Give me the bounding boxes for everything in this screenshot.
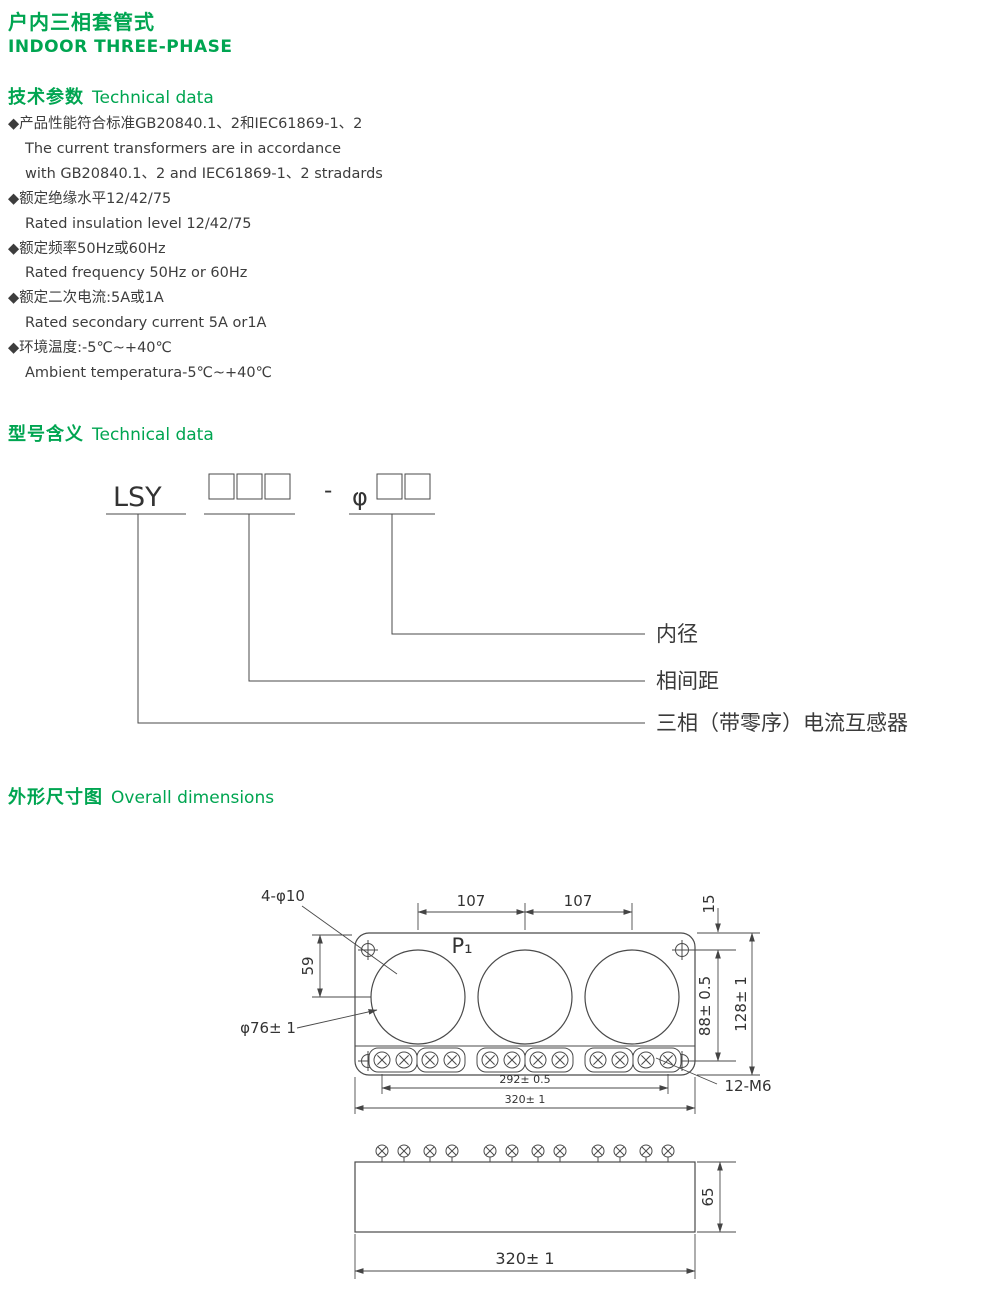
label-product-type: 三相（带零序）电流互感器 [656, 711, 908, 735]
spec-line-temperature-zh: ◆环境温度:-5℃~+40℃ [8, 340, 172, 357]
terminal-blocks [368, 1047, 682, 1073]
section-heading-technical-data: 技术参数 Technical data [8, 83, 214, 109]
page-title-zh: 户内三相套管式 [8, 10, 155, 34]
dim-hole-span-vertical: 88± 0.5 [696, 976, 714, 1036]
label-phase-spacing: 相间距 [656, 669, 719, 693]
overall-dimensions-drawing: 107 107 4-φ10 59 15 88± 0.5 128± 1 φ76± … [240, 887, 772, 1279]
dim-side-height: 65 [699, 1187, 717, 1206]
p1-terminal-mark: P₁ [451, 934, 472, 958]
dim-plate-width: 320± 1 [505, 1093, 546, 1106]
section-heading-model-zh: 型号含义 [8, 424, 84, 445]
spec-line-standard-en-1: The current transformers are in accordan… [25, 140, 342, 157]
section-heading-dimensions-en: Overall dimensions [111, 788, 275, 808]
model-connector-lines [106, 513, 645, 724]
dimension-labels: 107 107 4-φ10 59 15 88± 0.5 128± 1 φ76± … [240, 887, 771, 1268]
section-heading-model-en: Technical data [92, 425, 214, 445]
section-heading-dimensions-zh: 外形尺寸图 [8, 787, 103, 808]
spec-line-frequency-zh: ◆额定频率50Hz或60Hz [8, 240, 166, 257]
dim-terminal-thread: 12-M6 [725, 1077, 772, 1095]
page-title-en: INDOOR THREE-PHASE [8, 37, 233, 57]
model-phi-text: φ [352, 483, 368, 511]
dim-top-margin: 15 [700, 894, 718, 913]
mounting-plate-outline [354, 932, 696, 1076]
dim-plate-height: 128± 1 [732, 976, 750, 1032]
spec-line-frequency-en: Rated frequency 50Hz or 60Hz [25, 265, 248, 282]
technical-data-list: ◆产品性能符合标准GB20840.1、2和IEC61869-1、2 The cu… [8, 112, 648, 386]
dim-mounting-holes: 4-φ10 [261, 887, 305, 905]
label-inner-diameter: 内径 [656, 622, 698, 646]
dim-pitch-right: 107 [564, 892, 593, 910]
model-prefix-text: LSY [113, 482, 162, 513]
spec-line-insulation-en: Rated insulation level 12/42/75 [25, 215, 252, 232]
model-designation-diagram: LSY - φ 内径 相间距 三相（带零序）电流互感器 [106, 473, 908, 735]
model-code-text: LSY - φ [113, 478, 368, 513]
bushing-bore-left [370, 949, 466, 1045]
spec-line-standard-zh: ◆产品性能符合标准GB20840.1、2和IEC61869-1、2 [8, 116, 363, 132]
model-code-boxes [208, 473, 431, 500]
dimension-lines [296, 903, 760, 1279]
bushing-bore-middle [477, 949, 573, 1045]
section-heading-technical-zh: 技术参数 [8, 87, 84, 108]
spec-line-temperature-en: Ambient temperatura-5℃~+40℃ [25, 365, 272, 382]
model-dash-text: - [324, 478, 332, 504]
section-heading-technical-en: Technical data [92, 88, 214, 108]
section-heading-dimensions: 外形尺寸图 Overall dimensions [8, 783, 274, 809]
dim-pitch-left: 107 [457, 892, 486, 910]
dim-center-from-top: 59 [299, 956, 317, 975]
spec-line-secondary-en: Rated secondary current 5A or1A [25, 315, 267, 332]
dim-side-width: 320± 1 [495, 1249, 554, 1268]
model-meaning-labels: 内径 相间距 三相（带零序）电流互感器 [656, 622, 908, 735]
side-view-outline [354, 1161, 696, 1233]
spec-line-insulation-zh: ◆额定绝缘水平12/42/75 [8, 190, 172, 207]
dim-terminal-span: 292± 0.5 [499, 1073, 550, 1086]
side-view-terminals [375, 1144, 675, 1163]
section-heading-model: 型号含义 Technical data [8, 420, 214, 446]
bushing-bore-right [584, 949, 680, 1045]
spec-line-secondary-zh: ◆额定二次电流:5A或1A [8, 290, 164, 307]
dim-bore-diameter: φ76± 1 [240, 1019, 296, 1037]
spec-line-standard-en-2: with GB20840.1、2 and IEC61869-1、2 strada… [25, 165, 383, 182]
